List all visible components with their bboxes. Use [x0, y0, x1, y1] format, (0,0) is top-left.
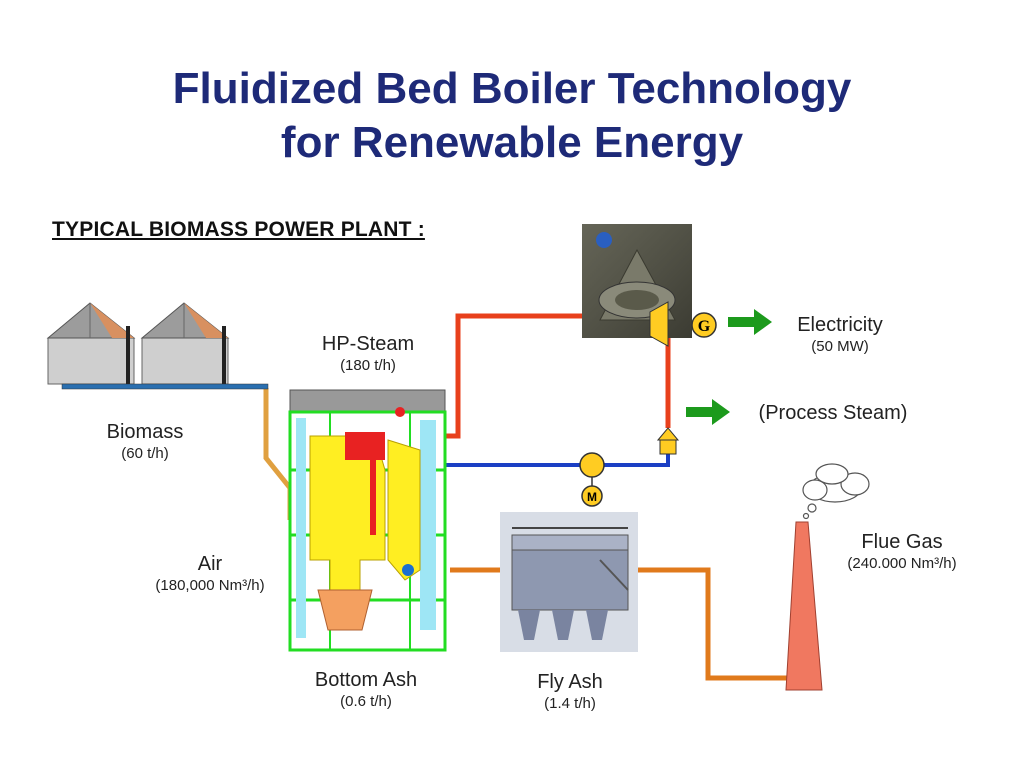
- pump-icon: [579, 452, 605, 478]
- title-line-2: for Renewable Energy: [280, 118, 744, 167]
- chimney-stack: [785, 521, 823, 691]
- fly-ash-name: Fly Ash: [537, 671, 603, 693]
- fly-ash-filter: [500, 512, 638, 652]
- fly-ash-label: Fly Ash (1.4 t/h): [510, 670, 630, 714]
- electricity-value: (50 MW): [811, 338, 869, 355]
- feedwater-line: [438, 452, 670, 467]
- biomass-label: Biomass (60 t/h): [90, 420, 200, 464]
- generator-icon: [691, 312, 717, 338]
- silo-conveyor: [61, 383, 269, 390]
- hp-steam-line: [445, 313, 585, 439]
- flue-gas-name: Flue Gas: [861, 531, 943, 553]
- hp-steam-name: HP-Steam: [321, 333, 415, 355]
- flue-gas-label: Flue Gas (240.000 Nm³/h): [828, 530, 976, 574]
- title-line-1: Fluidized Bed Boiler Technology: [172, 64, 852, 113]
- electricity-name: Electricity: [797, 314, 883, 336]
- hp-steam-value: (180 t/h): [340, 357, 396, 374]
- page-title: Fluidized Bed Boiler Technology for Rene…: [0, 62, 1024, 170]
- boiler: [288, 389, 447, 652]
- bottom-ash-label: Bottom Ash (0.6 t/h): [296, 668, 436, 712]
- diagram-subtitle: TYPICAL BIOMASS POWER PLANT :: [52, 218, 425, 241]
- process-steam-name: (Process Steam): [758, 402, 908, 424]
- biomass-conveyor: [263, 388, 293, 520]
- fly-ash-value: (1.4 t/h): [544, 695, 596, 712]
- flue-gas-line-2: [638, 567, 790, 681]
- biomass-value: (60 t/h): [121, 445, 169, 462]
- air-name: Air: [197, 553, 223, 575]
- biomass-silo-2: [140, 302, 230, 385]
- process-steam-valve-body: [659, 439, 677, 455]
- biomass-silo-1: [46, 302, 136, 385]
- smoke-cloud-icon: [802, 463, 870, 520]
- flue-gas-value: (240.000 Nm³/h): [847, 555, 957, 572]
- electricity-label: Electricity (50 MW): [780, 313, 900, 357]
- electricity-arrow-icon: [728, 309, 772, 335]
- air-value: (180,000 Nm³/h): [155, 577, 265, 594]
- process-steam-label: (Process Steam): [740, 401, 926, 425]
- bottom-ash-value: (0.6 t/h): [340, 693, 392, 710]
- turbine-symbol: [649, 301, 669, 347]
- process-steam-valve-icon: [656, 427, 680, 441]
- steam-turbine: [582, 224, 692, 338]
- motor-icon: [581, 485, 603, 507]
- generator-symbol: G: [698, 318, 711, 335]
- hp-steam-label: HP-Steam (180 t/h): [298, 332, 438, 376]
- bottom-ash-name: Bottom Ash: [314, 669, 418, 691]
- biomass-name: Biomass: [106, 421, 184, 443]
- process-steam-arrow-icon: [686, 399, 730, 425]
- air-label: Air (180,000 Nm³/h): [130, 552, 290, 596]
- motor-symbol: M: [587, 490, 597, 504]
